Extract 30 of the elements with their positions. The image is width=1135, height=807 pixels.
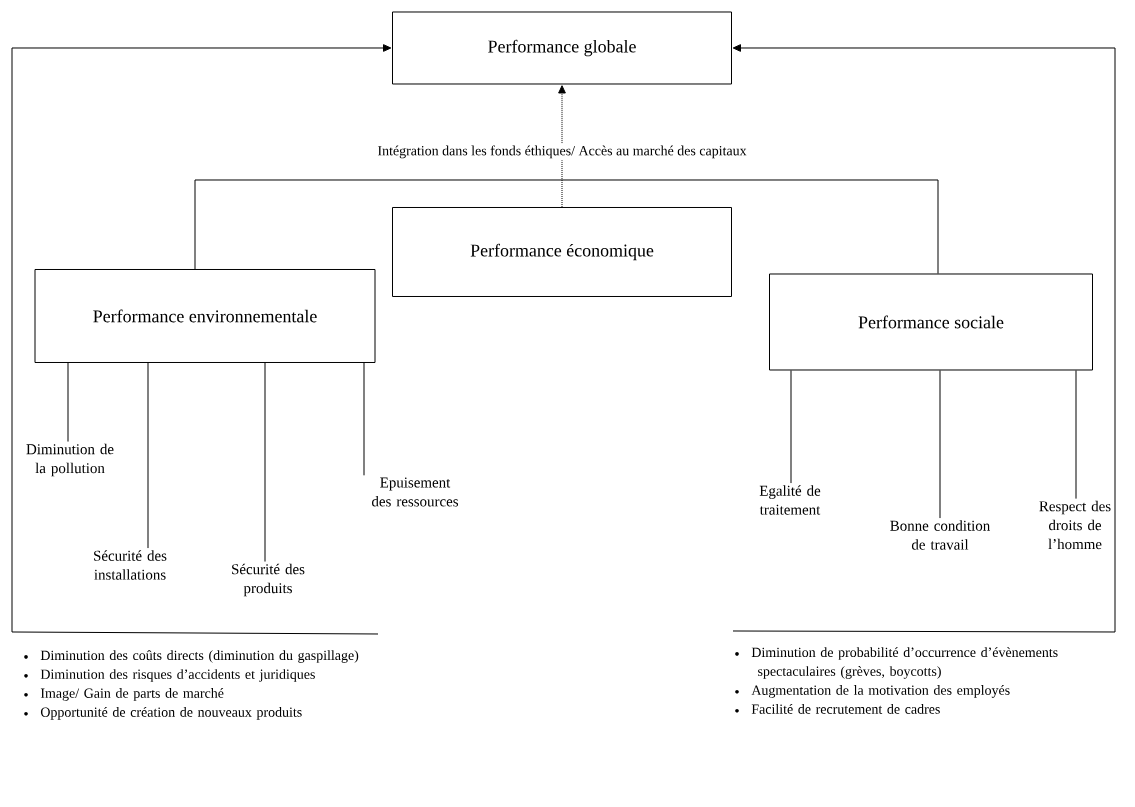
- bullet-item: Augmentation de la motivation des employés: [735, 685, 1010, 698]
- edge-label: Intégration dans les fonds éthiques/ Accès au marché des capitaux: [375, 143, 749, 161]
- connector-line: [363, 362, 365, 476]
- process-box: Performance environnementale: [34, 269, 376, 363]
- connector-line: [194, 179, 939, 274]
- bullet-item: Diminution de probabilité d’occurrence d’évènements spectaculaires (grèves, boycotts): [735, 647, 1058, 679]
- item-label: Bonne condition de travail: [890, 520, 990, 550]
- bullet-item: Diminution des coûts directs (diminution du gaspillage): [24, 650, 359, 663]
- arrow: [732, 44, 1116, 633]
- connector-line: [1075, 370, 1077, 500]
- item-label: Epuisement des ressources: [372, 477, 458, 507]
- bullet-item: Opportunité de création de nouveaux produits: [24, 707, 302, 720]
- arrow: [11, 44, 392, 635]
- item-label: Respect des droits de l’homme: [1039, 500, 1111, 550]
- item-label: Sécurité des produits: [232, 563, 305, 597]
- bullet-item: Image/ Gain de parts de marché: [24, 688, 224, 701]
- process-box: Performance sociale: [769, 273, 1093, 371]
- item-label: Sécurité des installations: [94, 550, 167, 580]
- process-box: Performance globale: [392, 11, 732, 85]
- bullet-item: Facilité de recrutement de cadres: [735, 704, 940, 714]
- connector-line: [264, 362, 266, 563]
- connector-line: [790, 370, 792, 484]
- dotted-arrow: [558, 85, 566, 208]
- item-label: Egalité de traitement: [759, 485, 821, 515]
- process-box: Performance économique: [392, 207, 732, 297]
- connector-line: [147, 362, 149, 549]
- item-label: Diminution de la pollution: [26, 443, 114, 477]
- connector-line: [67, 362, 69, 443]
- connector-line: [939, 370, 941, 519]
- bullet-item: Diminution des risques d’accidents et juridiques: [24, 669, 315, 682]
